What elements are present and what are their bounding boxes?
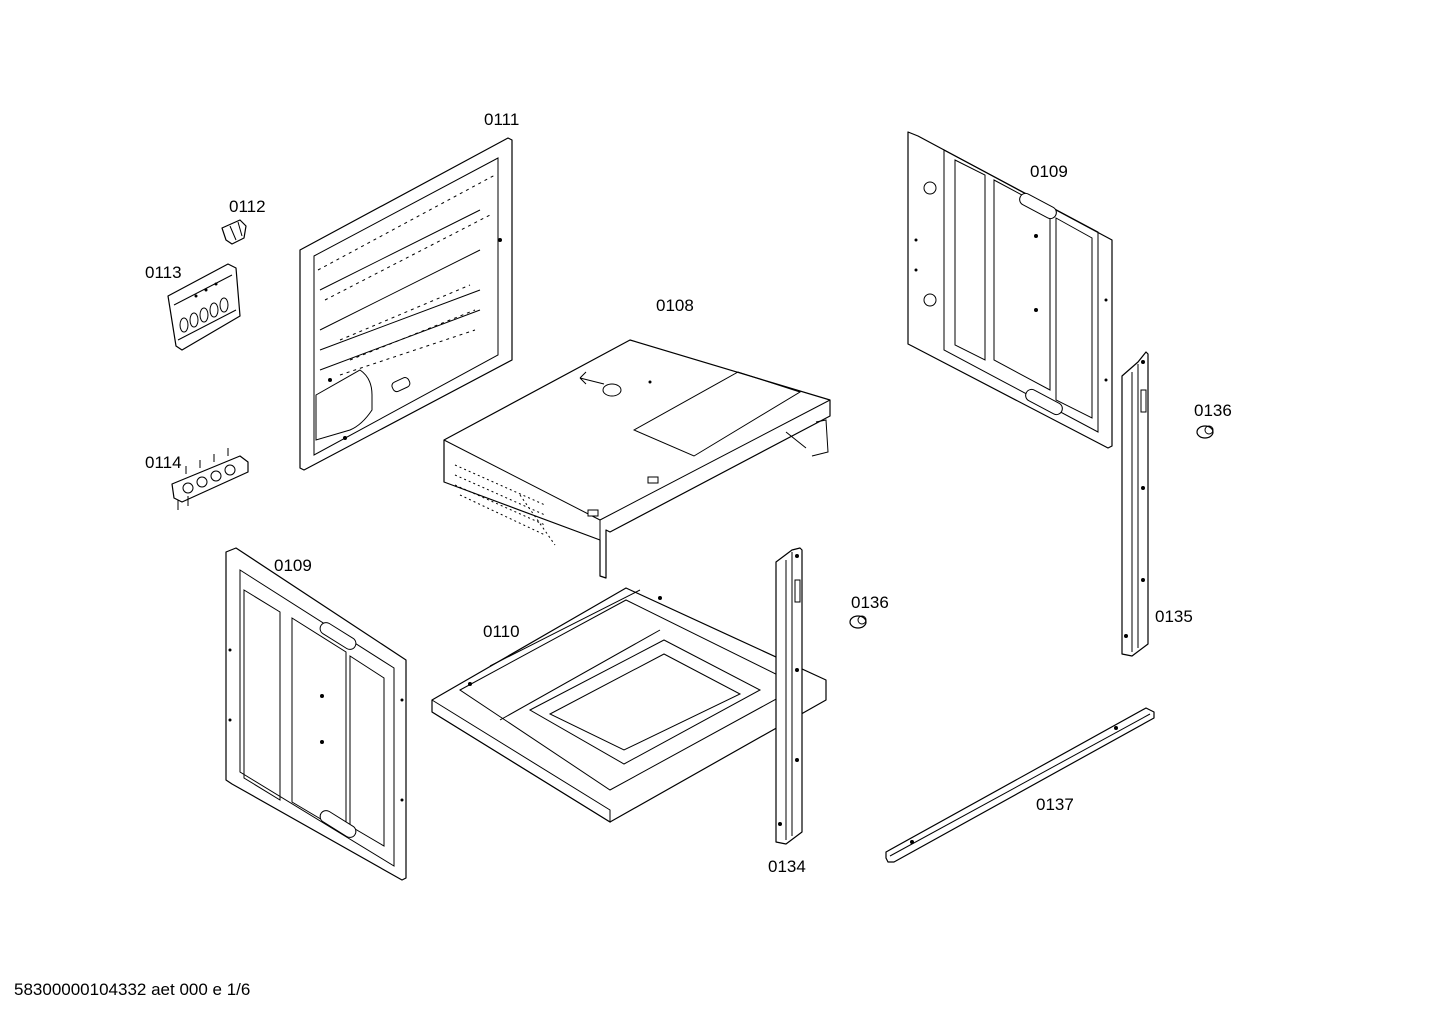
part-0135-vertical-rail <box>1121 351 1149 657</box>
part-0134-vertical-rail <box>775 547 803 845</box>
label-0112: 0112 <box>229 197 266 216</box>
document-id-footer: 58300000104332 aet 000 e 1/6 <box>14 980 251 999</box>
label-0136-right: 0136 <box>1194 401 1232 420</box>
label-0110: 0110 <box>483 622 520 641</box>
part-0109-side-panel-right <box>907 131 1113 449</box>
part-0136-bushing-right <box>1196 425 1214 439</box>
label-0109-right: 0109 <box>1030 162 1068 181</box>
part-0109-side-panel-left <box>225 547 407 881</box>
part-0108-top-housing <box>443 339 831 579</box>
part-0136-bushing-center <box>849 615 867 629</box>
label-0114: 0114 <box>145 453 182 472</box>
part-0111-back-panel <box>299 137 513 471</box>
label-0137: 0137 <box>1036 795 1074 814</box>
label-0136-center: 0136 <box>851 593 889 612</box>
label-0113: 0113 <box>145 263 182 282</box>
part-0113-terminal-bracket <box>167 263 241 351</box>
label-0135: 0135 <box>1155 607 1193 626</box>
label-0134: 0134 <box>768 857 806 876</box>
part-0137-horizontal-rail <box>885 707 1155 863</box>
label-0111: 0111 <box>484 110 519 129</box>
part-0112-clip <box>221 219 247 245</box>
part-0110-bottom-tray <box>431 587 827 823</box>
vent-holes-row <box>317 174 496 376</box>
label-0109-left: 0109 <box>274 556 312 575</box>
part-0114-terminal-block <box>171 448 249 510</box>
label-0108: 0108 <box>656 296 694 315</box>
